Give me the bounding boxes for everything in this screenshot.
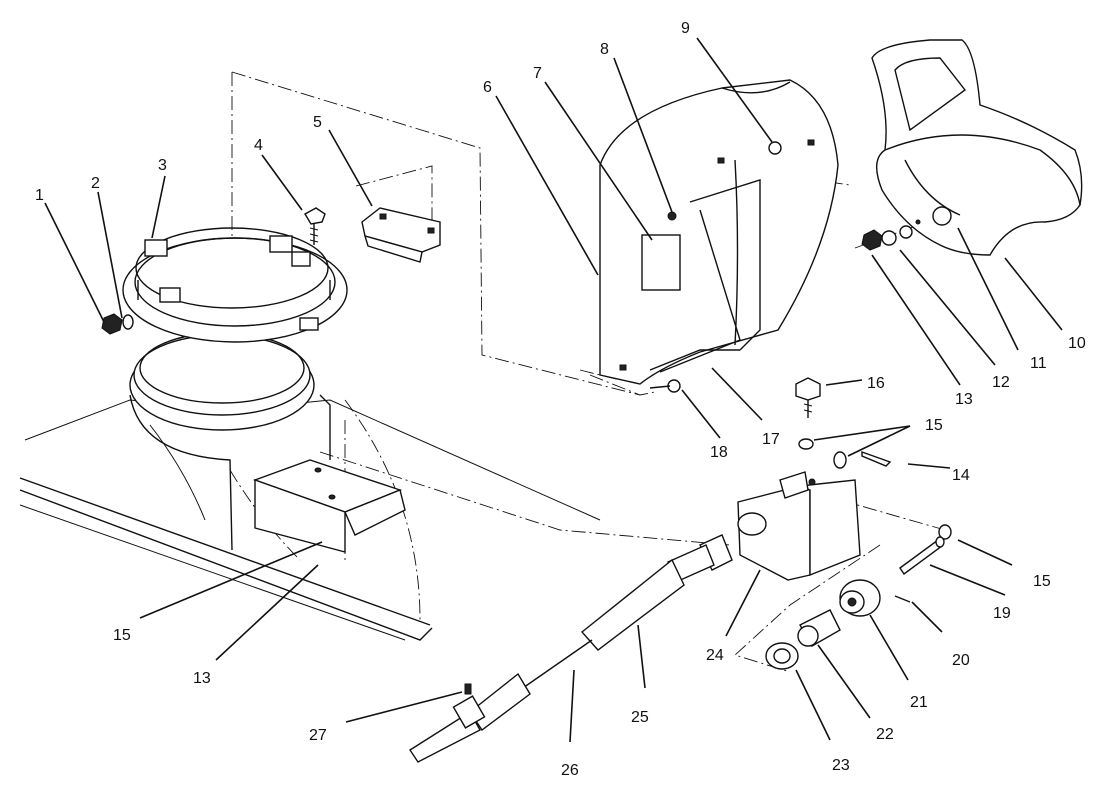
cable-bracket: [737, 471, 861, 581]
base-housing: [19, 394, 601, 641]
callout-11: 11: [1030, 355, 1047, 372]
callout-23: 23: [832, 757, 850, 774]
callout-17: 17: [762, 431, 780, 448]
leader-lines: [44, 37, 1063, 743]
callout-15-top: 15: [925, 417, 943, 434]
nut-and-washer: [101, 313, 134, 335]
phantom-lines: [231, 71, 961, 673]
bolt-part16: [795, 377, 892, 469]
callout-2: 2: [91, 175, 100, 192]
callout-4: 4: [254, 137, 263, 154]
chute-deflector: [599, 79, 839, 393]
callout-14: 14: [952, 467, 970, 484]
rotation-ring: [122, 227, 348, 343]
callout-13-left: 13: [193, 670, 211, 687]
control-cable: [409, 534, 733, 763]
callout-7: 7: [533, 65, 542, 82]
callout-15-left: 15: [113, 627, 131, 644]
screw-part4: [304, 207, 326, 245]
callout-9: 9: [681, 20, 690, 37]
callout-6: 6: [483, 79, 492, 96]
callout-21: 21: [910, 694, 928, 711]
callout-3: 3: [158, 157, 167, 174]
callout-5: 5: [313, 114, 322, 131]
callout-12: 12: [992, 374, 1010, 391]
callout-10: 10: [1068, 335, 1086, 352]
callout-13-right: 13: [955, 391, 973, 408]
callout-22: 22: [876, 726, 894, 743]
callout-26: 26: [561, 762, 579, 779]
callout-1: 1: [35, 187, 44, 204]
pin-assembly: [894, 524, 952, 603]
callout-15-right: 15: [1033, 573, 1051, 590]
roller-assembly: [765, 579, 881, 670]
lower-ring: [129, 332, 315, 431]
bracket-pad: [361, 207, 441, 263]
callout-24: 24: [706, 647, 724, 664]
callout-18: 18: [710, 444, 728, 461]
callout-27: 27: [309, 727, 327, 744]
callout-20: 20: [952, 652, 970, 669]
callout-labels: 1 2 3 4 5 6 7 8 9 10 11 12 13 13 14 15 1…: [35, 20, 1086, 779]
callout-19: 19: [993, 605, 1011, 622]
callout-16: 16: [867, 375, 885, 392]
callout-8: 8: [600, 41, 609, 58]
callout-25: 25: [631, 709, 649, 726]
housing-bracket: [252, 459, 406, 553]
grip-fasteners: [861, 225, 913, 251]
handle-grip: [871, 39, 1083, 256]
